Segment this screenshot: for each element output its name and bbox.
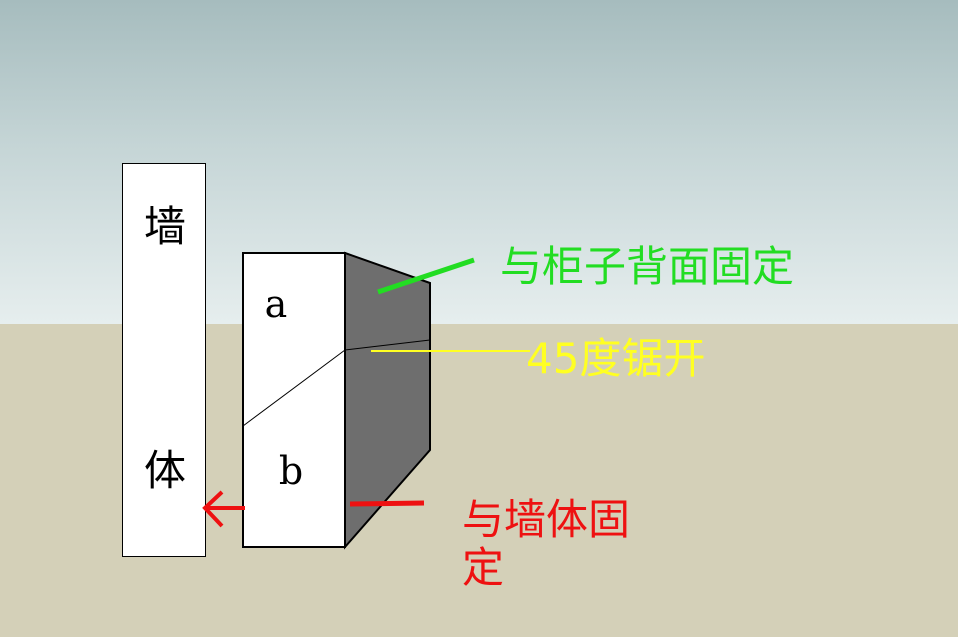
annotation-cut: 45度锯开 xyxy=(526,334,706,383)
annotation-back-fix: 与柜子背面固定 xyxy=(500,242,795,291)
block-label-a: a xyxy=(265,282,288,326)
wall-label-char-1: 墙 xyxy=(143,202,186,251)
wall-label-char-2: 体 xyxy=(143,446,186,495)
cut-line-front xyxy=(242,349,346,427)
red-arrow-icon xyxy=(202,490,245,528)
block-label-b: b xyxy=(279,449,303,493)
annotation-wall-fix-line1: 与墙体固 xyxy=(462,495,631,544)
wall-panel: 墙 体 xyxy=(122,163,206,557)
green-leader-line xyxy=(377,257,475,295)
cut-line-side xyxy=(344,339,431,351)
block-front-face xyxy=(242,252,346,548)
annotation-wall-fix-line2: 定 xyxy=(462,543,505,592)
red-leader-line xyxy=(349,500,425,507)
